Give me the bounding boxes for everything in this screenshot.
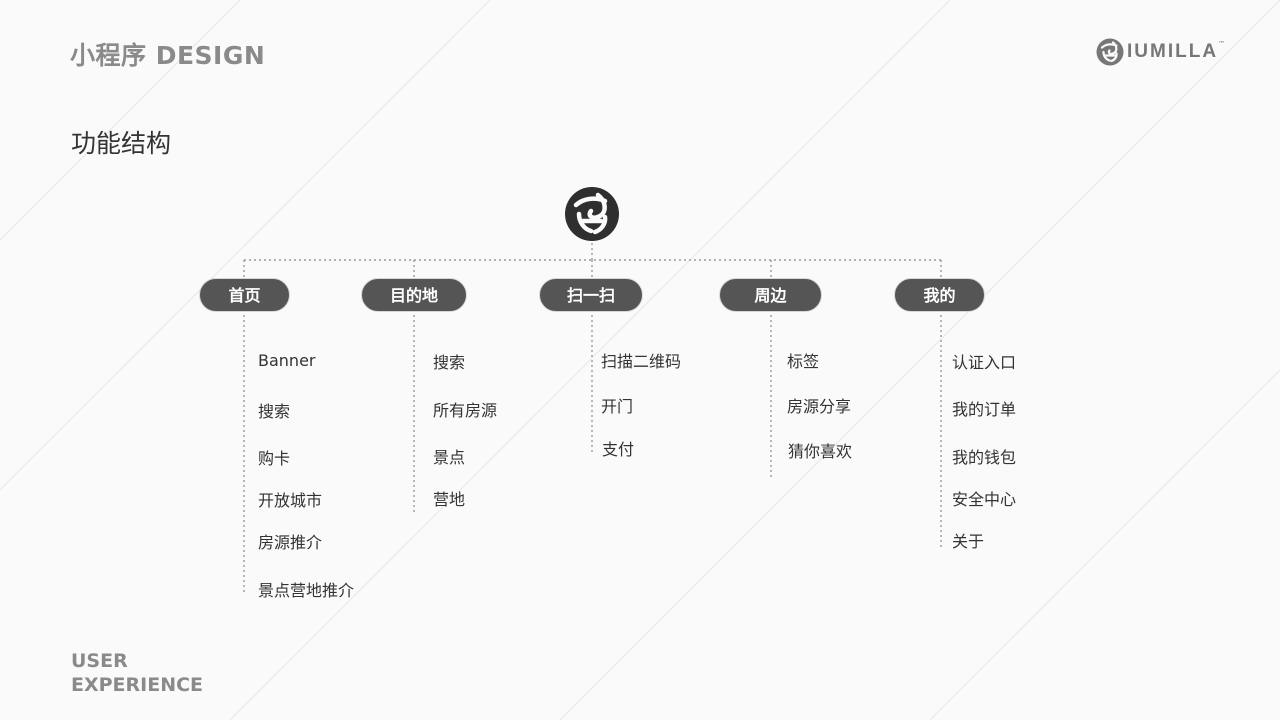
category-node-scan: 扫一扫	[539, 278, 643, 312]
leaf-item: 房源推介	[258, 533, 323, 552]
root-logo-icon	[565, 187, 619, 241]
leaf-item: 搜索	[433, 353, 466, 372]
category-node-mine: 我的	[894, 278, 985, 312]
leaf-item: 房源分享	[787, 397, 852, 416]
leaf-item: 扫描二维码	[601, 352, 682, 371]
footer-label: USER EXPERIENCE	[71, 649, 203, 697]
leaf-item: 开放城市	[258, 491, 323, 510]
leaf-item: 开门	[601, 397, 634, 416]
category-node-destination: 目的地	[361, 278, 467, 312]
leaf-item: 关于	[952, 532, 985, 551]
leaf-item: 景点营地推介	[258, 581, 355, 600]
leaf-item: 景点	[433, 448, 466, 467]
section-title: 功能结构	[71, 129, 172, 158]
leaf-item: 购卡	[258, 449, 291, 468]
leaf-item: 认证入口	[952, 353, 1017, 372]
leaf-item: 支付	[602, 440, 635, 459]
leaf-item: Banner	[258, 351, 316, 370]
category-node-nearby: 周边	[719, 278, 822, 312]
category-node-home: 首页	[199, 278, 290, 312]
leaf-item: 所有房源	[433, 401, 498, 420]
leaf-item: 搜索	[258, 402, 291, 421]
leaf-item: 我的钱包	[952, 448, 1017, 467]
brand-trademark: ™	[1218, 40, 1226, 48]
header-title: 小程序 DESIGN	[70, 41, 266, 70]
brand: IUMILLA ™	[1096, 38, 1225, 66]
footer-line-1: USER	[71, 650, 128, 672]
leaf-item: 我的订单	[952, 400, 1017, 419]
footer-line-2: EXPERIENCE	[71, 674, 204, 696]
brand-name: IUMILLA	[1127, 41, 1219, 62]
leaf-item: 安全中心	[952, 490, 1017, 509]
leaf-item: 猜你喜欢	[788, 442, 853, 461]
leaf-item: 营地	[433, 490, 466, 509]
brand-logo-icon	[1096, 38, 1124, 66]
leaf-item: 标签	[787, 352, 820, 371]
